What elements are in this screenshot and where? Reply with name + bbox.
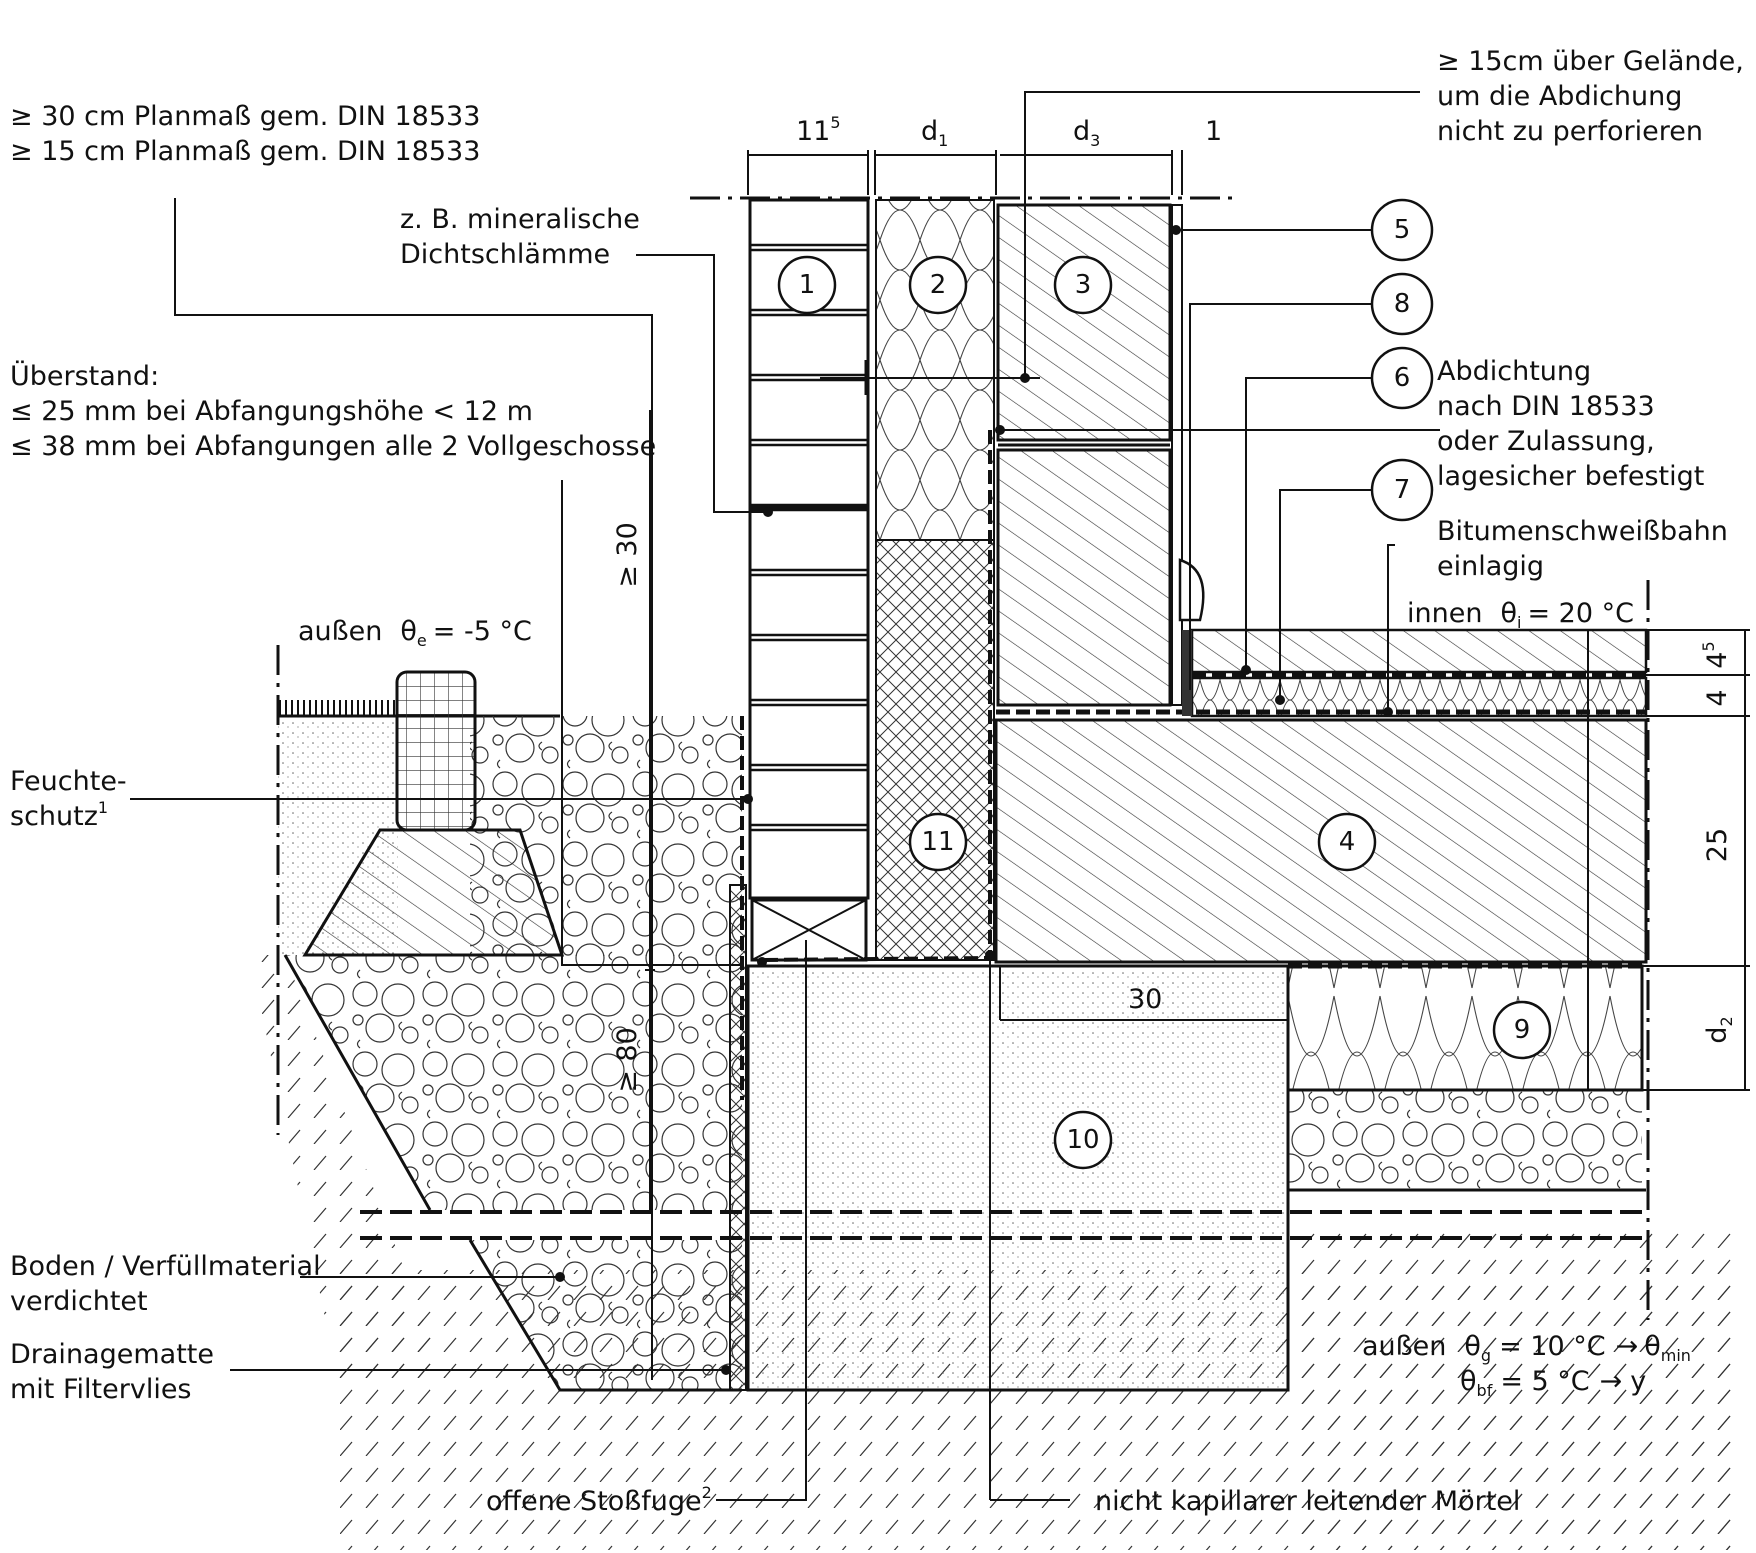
marker-5: 5 — [1394, 215, 1411, 245]
dimension-labels: 115 d1 d3 1 ≥ 30 ≥ 80 45 4 25 d2 30 — [612, 113, 1736, 1093]
gelaende-line-1: ≥ 15cm über Gelände, — [1437, 46, 1744, 77]
marker-7-circle — [1370, 458, 1434, 522]
leader-lines — [130, 91, 1440, 1501]
leader-dots — [555, 225, 1393, 1375]
marker-9: 9 — [1514, 1015, 1531, 1045]
sealing-lines — [360, 430, 1646, 1501]
marker-4: 4 — [1339, 827, 1356, 857]
dim-d1: d1 — [921, 116, 948, 150]
dim-30: 30 — [1128, 984, 1162, 1015]
gelaende-line-3: nicht zu perforieren — [1437, 116, 1703, 147]
markers — [777, 198, 1552, 1170]
drainage-mat — [729, 884, 747, 1391]
core-insulation — [875, 199, 995, 961]
marker-10-circle — [1053, 1110, 1113, 1170]
marker-7: 7 — [1394, 475, 1411, 505]
annotations: ≥ 30 cm Planmaß gem. DIN 18533 ≥ 15 cm P… — [10, 46, 1744, 1517]
ueberstand-line-1: ≤ 25 mm bei Abfangungshöhe < 12 m — [10, 396, 533, 427]
dimension-lines — [645, 150, 1750, 1210]
marker-1: 1 — [799, 270, 816, 300]
gelaende-line-2: um die Abdichung — [1437, 81, 1682, 112]
dim-ge80: ≥ 80 — [612, 1027, 643, 1093]
boden-line-1: Boden / Verfüllmaterial — [10, 1251, 321, 1282]
abdichtung-line-1: Abdichtung — [1437, 356, 1591, 387]
moertel-label: nicht kapillarer leitender Mörtel — [1095, 1486, 1520, 1517]
feuchteschutz-line-2: schutz1 — [10, 798, 108, 832]
bottom-floor-temperature: θbf= 5 °C→y — [1460, 1366, 1646, 1400]
marker-4-circle — [1317, 812, 1377, 872]
marker-6: 6 — [1394, 363, 1411, 393]
dichtschlaemme-line-1: z. B. mineralische — [400, 204, 640, 235]
bitumen-line-2: einlagig — [1437, 551, 1544, 582]
floor-build-up — [996, 558, 1648, 718]
boden-line-2: verdichtet — [10, 1286, 148, 1317]
marker-8: 8 — [1394, 289, 1411, 319]
bitumen-line-1: Bitumenschweißbahn — [1437, 516, 1728, 547]
feuchteschutz-line-1: Feuchte- — [10, 766, 127, 797]
planmass-line-1: ≥ 30 cm Planmaß gem. DIN 18533 — [10, 101, 480, 132]
marker-3-circle — [1053, 255, 1113, 315]
marker-11: 11 — [921, 827, 954, 857]
marker-2-circle — [908, 255, 968, 315]
dim-ge30: ≥ 30 — [612, 522, 643, 588]
inner-wall — [996, 203, 1183, 707]
planmass-line-2: ≥ 15 cm Planmaß gem. DIN 18533 — [10, 136, 480, 167]
curb-base — [302, 670, 565, 957]
ueberstand-line-2: ≤ 38 mm bei Abfangungen alle 2 Vollgesch… — [10, 431, 656, 462]
wall-tie — [820, 360, 1040, 395]
dim-d2: d2 — [1702, 1016, 1736, 1043]
dim-4: 4 — [1702, 689, 1733, 706]
brick-facade — [748, 198, 870, 962]
section-boundaries — [276, 196, 1650, 1320]
marker-labels: 1 2 3 4 5 6 7 8 9 10 11 — [799, 215, 1531, 1155]
marker-11-circle — [908, 812, 968, 872]
dim-11-5: 115 — [796, 113, 841, 147]
abdichtung-line-3: oder Zulassung, — [1437, 426, 1655, 457]
drainage-line-1: Drainagematte — [10, 1339, 214, 1370]
marker-2: 2 — [930, 270, 947, 300]
marker-8-circle — [1370, 272, 1434, 336]
dim-4-5: 45 — [1699, 641, 1733, 668]
ueberstand-title: Überstand: — [10, 360, 159, 392]
marker-9-circle — [1492, 1000, 1552, 1060]
abdichtung-line-2: nach DIN 18533 — [1437, 391, 1655, 422]
marker-3: 3 — [1075, 270, 1092, 300]
dim-25: 25 — [1702, 828, 1733, 862]
dichtschlaemme-line-2: Dichtschlämme — [400, 239, 610, 270]
marker-1-circle — [777, 255, 837, 315]
dim-d3: d3 — [1073, 116, 1100, 150]
marker-10: 10 — [1066, 1125, 1099, 1155]
abdichtung-line-4: lagesicher befestigt — [1437, 461, 1704, 492]
marker-5-circle — [1370, 198, 1434, 262]
offene-stossfuge: offene Stoßfuge2 — [486, 1483, 712, 1517]
marker-6-circle — [1370, 346, 1434, 410]
drainage-line-2: mit Filtervlies — [10, 1374, 192, 1405]
foundation — [746, 964, 1646, 1392]
dim-1: 1 — [1205, 116, 1222, 147]
